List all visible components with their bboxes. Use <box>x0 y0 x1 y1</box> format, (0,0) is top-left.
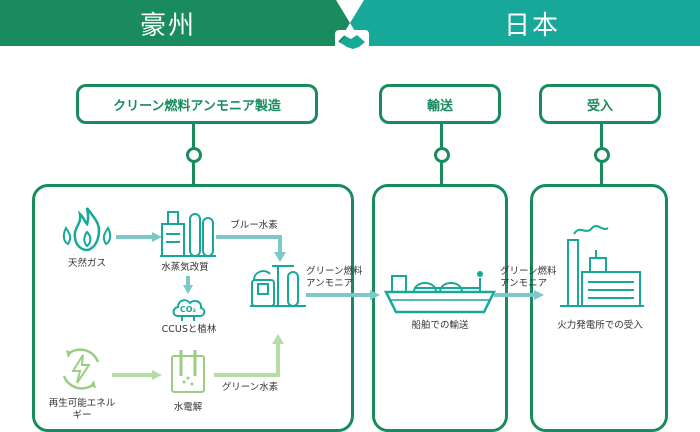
connector-knob-transport <box>434 147 450 163</box>
panel-production <box>32 184 354 432</box>
ammonia-label-2-line1: グリーン燃料 <box>500 266 557 277</box>
ammonia-tanker-icon <box>383 271 497 314</box>
connector-knob-production <box>186 147 202 163</box>
electrolysis-icon <box>171 350 205 393</box>
stage-transport-text: 輸送 <box>426 98 453 114</box>
co2-cloud-icon <box>172 299 206 321</box>
electrolysis-label: 水電解 <box>173 402 203 413</box>
ccus-label: CCUSと植林 <box>161 324 217 335</box>
australia-banner: 豪州 <box>0 0 336 46</box>
ammonia-label-1-line2: アンモニア <box>306 278 354 289</box>
stage-receiving-text: 受入 <box>586 98 613 114</box>
green-hydrogen-label: グリーン水素 <box>221 382 279 393</box>
flame-icon <box>62 207 112 252</box>
renewable-energy-icon <box>62 348 100 390</box>
steam-reformer-icon <box>160 211 216 257</box>
arrow-green-hydrogen <box>214 334 284 377</box>
panel-receiving <box>530 184 668 432</box>
arrow-reforming-to-ccus <box>183 276 193 294</box>
arrow-renewable-to-electrolysis <box>112 370 162 380</box>
power-plant-label: 火力発電所での受入 <box>557 320 643 331</box>
handshake-icon <box>335 30 369 52</box>
arrow-ammonia-to-ship <box>306 290 380 300</box>
power-plant-icon <box>560 225 644 307</box>
ammonia-label-2-line2: アンモニア <box>500 278 548 289</box>
ammonia-label-1-line1: グリーン燃料 <box>306 266 363 277</box>
co2-badge: CO₂ <box>179 305 197 314</box>
stage-label-transport: 輸送 <box>379 84 501 124</box>
stage-production-text: クリーン燃料アンモニア製造 <box>113 98 281 114</box>
stage-label-receiving: 受入 <box>539 84 661 124</box>
arrow-blue-hydrogen <box>216 235 286 262</box>
stage-label-production: クリーン燃料アンモニア製造 <box>76 84 318 124</box>
japan-title: 日本 <box>503 10 560 41</box>
australia-title: 豪州 <box>139 10 196 41</box>
arrow-gas-to-reforming <box>116 232 162 242</box>
ammonia-plant-icon <box>250 265 306 307</box>
renewable-label-line2: ギー <box>72 410 92 421</box>
natural-gas-label: 天然ガス <box>67 258 106 269</box>
blue-hydrogen-label: ブルー水素 <box>230 220 278 231</box>
renewable-label-line1: 再生可能エネル <box>48 398 116 409</box>
steam-reforming-label: 水蒸気改質 <box>161 262 209 273</box>
arrow-ship-to-plant <box>494 290 544 300</box>
connector-knob-receiving <box>594 147 610 163</box>
ship-transport-label: 船舶での輸送 <box>411 320 469 331</box>
japan-banner: 日本 <box>364 0 700 46</box>
